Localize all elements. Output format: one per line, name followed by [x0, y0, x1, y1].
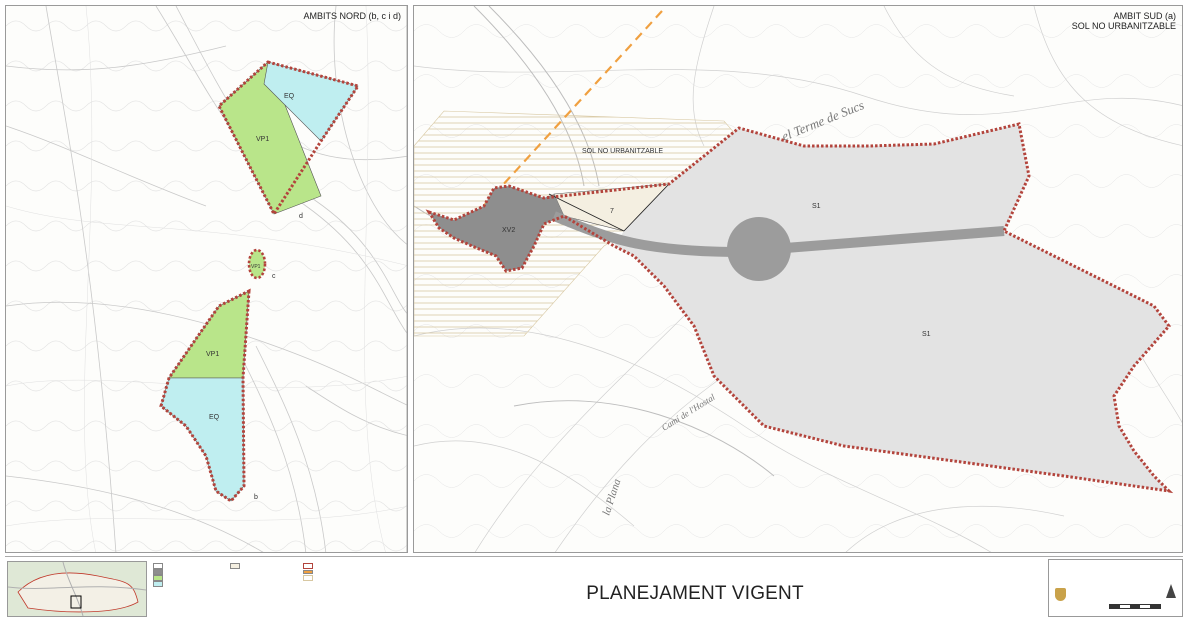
- marker-c: c: [272, 273, 276, 280]
- roundabout: [727, 217, 791, 281]
- zone-vp1-small[interactable]: [247, 248, 267, 280]
- zone-label-s1-south: S1: [922, 331, 931, 338]
- zone-label-eq-north: EQ: [284, 93, 295, 100]
- legend-column-3: [303, 563, 316, 582]
- zone-label-7: 7: [610, 208, 614, 215]
- north-map-canvas: EQ VP1 VP1 VP1 EQ d c b: [6, 6, 407, 552]
- boundary-ambit-d[interactable]: [217, 60, 361, 218]
- zone-s1[interactable]: [614, 124, 1169, 491]
- boundary-ambit-b[interactable]: [159, 288, 251, 503]
- legend-bar: PLANEJAMENT VIGENT: [5, 556, 1183, 617]
- access-road: [552, 211, 1005, 258]
- marker-d: d: [299, 213, 303, 220]
- orange-dashed-line: [478, 10, 663, 212]
- municipal-seal-icon: [1055, 588, 1066, 601]
- zone-label-xv2: XV2: [502, 227, 515, 234]
- map-title: PLANEJAMENT VIGENT: [586, 583, 804, 604]
- inset-location-box: [70, 595, 82, 609]
- north-arrow-icon: [1166, 584, 1176, 598]
- map-panel-north[interactable]: EQ VP1 VP1 VP1 EQ d c b AMBITS NORD (b, …: [5, 5, 408, 553]
- north-panel-title: AMBITS NORD (b, c i d): [303, 11, 401, 21]
- legend-column-1: [153, 563, 166, 588]
- title-block: [1048, 559, 1183, 617]
- boundary-ambit-a[interactable]: [425, 122, 1174, 494]
- zone-label-vp1-north: VP1: [256, 136, 269, 143]
- scale-bar: [1109, 604, 1161, 609]
- south-panel-title: AMBIT SUD (a) SOL NO URBANITZABLE: [1071, 11, 1176, 31]
- sol-no-urbanitzable-label: SOL NO URBANITZABLE: [582, 148, 663, 155]
- marker-b: b: [254, 494, 258, 501]
- inset-map-canvas: [8, 562, 146, 616]
- map-panel-south[interactable]: XV2 7 S1 S1 SOL NO URBANITZABLE el Terme…: [413, 5, 1183, 553]
- south-map-canvas: XV2 7 S1 S1 SOL NO URBANITZABLE el Terme…: [414, 6, 1182, 552]
- zone-label-vp1-small: VP1: [251, 264, 261, 270]
- inset-location-map[interactable]: [7, 561, 147, 617]
- zone-label-eq-south: EQ: [209, 414, 220, 421]
- zone-label-s1-north: S1: [812, 203, 821, 210]
- legend-column-2: [230, 563, 243, 569]
- zone-label-vp1-south: VP1: [206, 351, 219, 358]
